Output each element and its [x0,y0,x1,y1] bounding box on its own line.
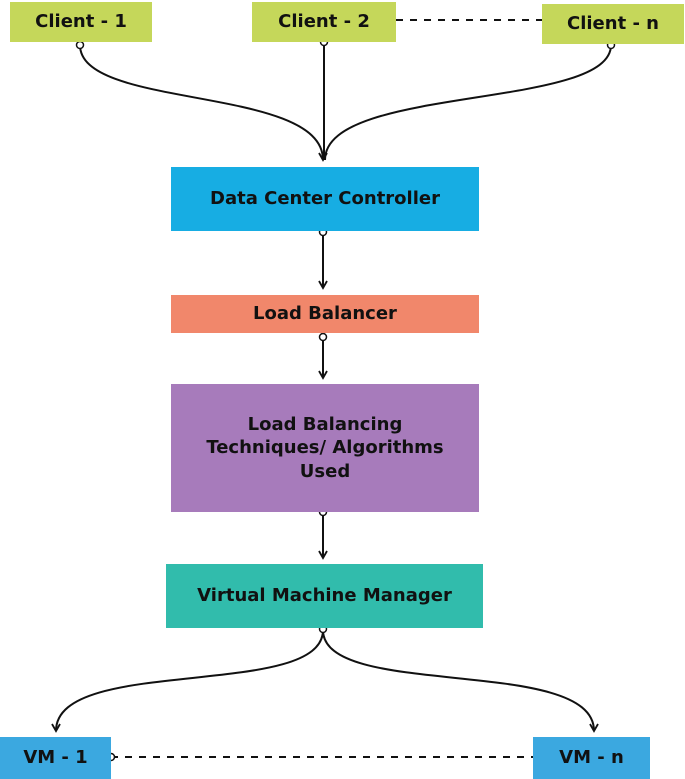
virtual-machine-manager-box: Virtual Machine Manager [166,564,483,628]
connector-client-n [324,44,612,161]
load-balancing-techniques-box: Load Balancing Techniques/ Algorithms Us… [171,384,479,512]
connector-client-1 [79,44,328,162]
data-center-controller-box: Data Center Controller [171,167,479,231]
client-2-box: Client - 2 [252,2,396,42]
connector-manager-to-vm-1 [51,629,324,733]
client-n-box: Client - n [542,4,684,44]
client-1-box: Client - 1 [10,2,152,42]
port-client-1 [75,40,85,50]
connector-manager-to-vm-n [322,629,599,733]
vm-n-box: VM - n [533,737,650,779]
vm-1-box: VM - 1 [0,737,111,779]
load-balancer-box: Load Balancer [171,295,479,333]
port-balancer [318,332,328,342]
